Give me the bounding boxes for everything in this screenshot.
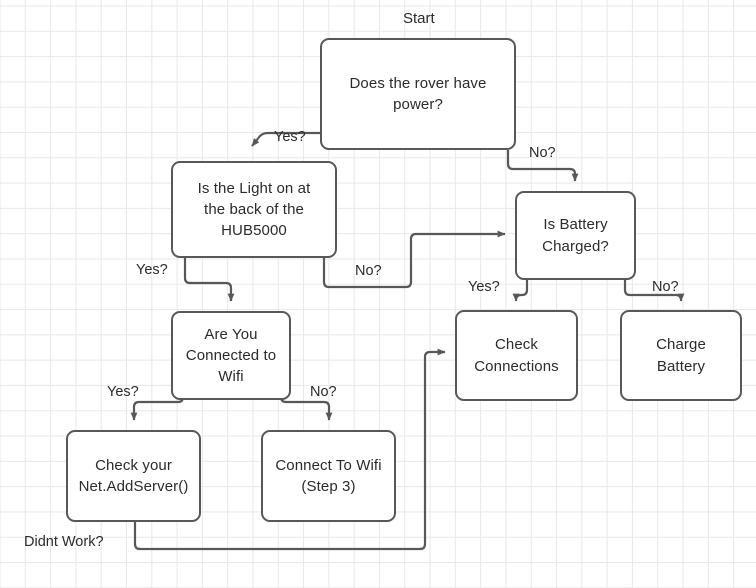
node-wifi-connected[interactable]: Are You Connected to Wifi — [171, 311, 291, 400]
page-title: Start — [403, 10, 435, 27]
edge-wifi-to-connect — [279, 395, 333, 421]
edge-label-wifi-yes: Yes? — [107, 384, 139, 400]
node-net-addserver[interactable]: Check your Net.AddServer() — [66, 430, 201, 522]
edge-hub-to-wifi — [183, 258, 235, 302]
node-battery-charged[interactable]: Is Battery Charged? — [515, 191, 636, 280]
node-rover-power[interactable]: Does the rover have power? — [320, 38, 516, 150]
edge-label-wifi-no: No? — [310, 384, 337, 400]
edge-label-hub-no: No? — [355, 263, 382, 279]
node-check-connections[interactable]: Check Connections — [455, 310, 578, 401]
edge-label-battery-yes: Yes? — [468, 279, 500, 295]
edge-label-battery-no: No? — [652, 279, 679, 295]
edge-battery-to-charge — [623, 280, 685, 302]
node-connect-wifi[interactable]: Connect To Wifi (Step 3) — [261, 430, 396, 522]
node-hub-light[interactable]: Is the Light on at the back of the HUB50… — [171, 161, 337, 258]
edge-label-rover-no: No? — [529, 145, 556, 161]
edge-label-hub-yes: Yes? — [136, 262, 168, 278]
edge-rover-to-battery — [506, 150, 579, 182]
edge-wifi-to-addserver — [130, 395, 185, 421]
edge-battery-to-check — [512, 280, 529, 302]
edge-label-rover-yes: Yes? — [274, 129, 306, 145]
edge-label-didnt-work: Didnt Work? — [24, 534, 104, 550]
edge-addserver-to-check — [133, 348, 446, 551]
edge-hub-to-battery — [322, 230, 506, 289]
node-charge-battery[interactable]: Charge Battery — [620, 310, 742, 401]
